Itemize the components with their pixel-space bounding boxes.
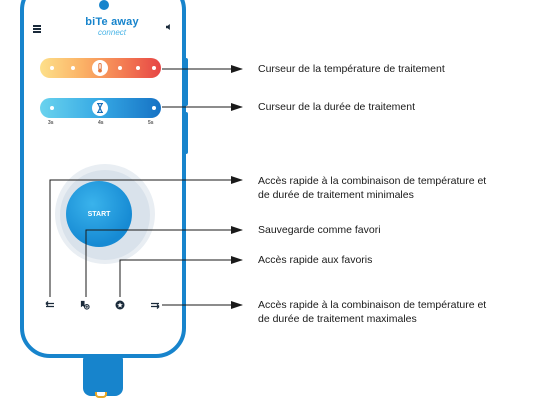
annotation-maximum-line1: Accès rapide à la combinaison de tempéra… bbox=[258, 299, 487, 311]
callout-minimum bbox=[49, 176, 243, 297]
minimum-combination-icon[interactable] bbox=[45, 300, 55, 310]
speaker-icon[interactable] bbox=[166, 24, 172, 30]
usb-connector bbox=[83, 354, 123, 396]
callout-save-favorite bbox=[85, 226, 243, 297]
duration-slider-handle[interactable] bbox=[92, 100, 108, 116]
annotation-temperature: Curseur de la température de traitement bbox=[258, 63, 445, 75]
annotation-maximum-line2: de durée de traitement maximales bbox=[258, 313, 417, 325]
app-logo: biTe away connect bbox=[82, 16, 142, 40]
camera-dot bbox=[99, 0, 109, 10]
hourglass-icon bbox=[97, 103, 103, 113]
callout-favorites bbox=[119, 256, 243, 297]
annotation-save-favorite: Sauvegarde comme favori bbox=[258, 224, 381, 236]
favorites-icon[interactable] bbox=[115, 300, 125, 310]
annotation-duration: Curseur de la durée de traitement bbox=[258, 101, 416, 113]
slider-step-dot bbox=[50, 106, 54, 110]
save-favorite-icon[interactable] bbox=[80, 300, 90, 310]
annotation-minimum-line2: de durée de traitement minimales bbox=[258, 189, 414, 201]
side-button-bottom bbox=[183, 112, 188, 154]
duration-tick-label: 5s bbox=[148, 120, 154, 126]
side-button-top bbox=[183, 58, 188, 106]
annotation-favorites-access: Accès rapide aux favoris bbox=[258, 254, 373, 266]
menu-icon[interactable] bbox=[33, 25, 41, 33]
slider-step-dot bbox=[50, 66, 54, 70]
thermometer-icon bbox=[98, 63, 102, 73]
temperature-slider-handle[interactable] bbox=[92, 60, 108, 76]
duration-tick-label: 3s bbox=[48, 120, 54, 126]
duration-tick-label: 4s bbox=[98, 120, 104, 126]
temperature-slider[interactable] bbox=[40, 58, 161, 78]
start-button[interactable]: START bbox=[66, 181, 132, 247]
slider-step-dot bbox=[71, 66, 75, 70]
usb-connector-tip bbox=[95, 392, 107, 398]
slider-step-dot bbox=[136, 66, 140, 70]
annotation-minimum-line1: Accès rapide à la combinaison de tempéra… bbox=[258, 175, 487, 187]
slider-step-dot bbox=[152, 66, 156, 70]
maximum-combination-icon[interactable] bbox=[150, 300, 160, 310]
logo-main-text: biTe away bbox=[85, 16, 139, 28]
duration-slider[interactable] bbox=[40, 98, 161, 118]
slider-step-dot bbox=[118, 66, 122, 70]
logo-sub-text: connect bbox=[97, 28, 127, 37]
slider-step-dot bbox=[152, 106, 156, 110]
